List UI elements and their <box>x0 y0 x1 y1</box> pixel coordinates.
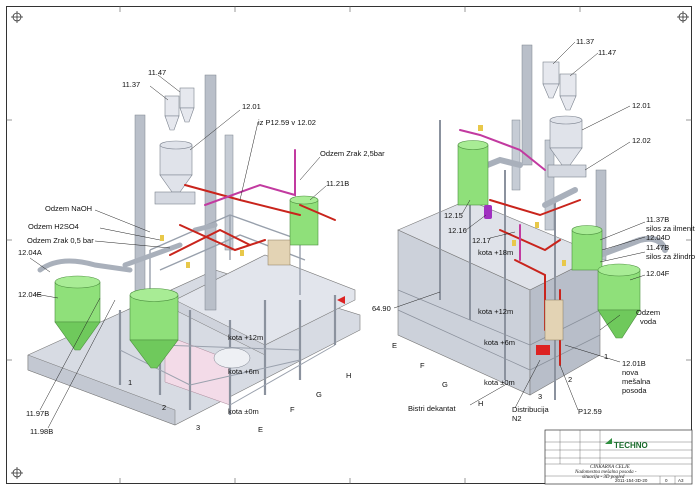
label-r-11-47: 11.47 <box>598 48 616 57</box>
label-12-04A: 12.04A <box>18 248 42 257</box>
right-fittings <box>478 125 566 266</box>
left-hopper-12-01 <box>154 140 196 205</box>
label-odzem-zrak-05: Odzem Zrak 0,5 bar <box>27 236 94 245</box>
label-11-47: 11.47 <box>148 68 166 77</box>
label-r-n2: N2 <box>512 414 522 423</box>
label-r-voda: voda <box>640 317 657 326</box>
label-r-nova: nova <box>622 368 639 377</box>
drawing-frame <box>6 6 692 484</box>
label-r-axis-F: F <box>420 361 425 370</box>
frame-ticks <box>6 6 692 484</box>
label-r-posoda: posoda <box>622 386 647 395</box>
right-leaders <box>393 41 646 411</box>
left-tank-back <box>289 195 319 246</box>
left-white-tank <box>213 347 251 369</box>
right-stacks <box>511 44 607 261</box>
label-r-kota-6: kota +6m <box>484 338 515 347</box>
label-r-axis-H: H <box>478 399 483 408</box>
right-red-unit <box>536 345 550 355</box>
left-tank-12-04A <box>129 288 179 369</box>
right-hopper-12-01 <box>547 115 587 178</box>
title-block: TECHNO CINKARNA CELJE Nadomestna mešalna… <box>544 429 693 485</box>
label-r-axis-E: E <box>392 341 397 350</box>
label-r-64-90: 64.90 <box>372 304 391 313</box>
right-purple-vessel <box>484 205 492 219</box>
label-r-kota-0: kota ±0m <box>484 378 515 387</box>
title-block-sheet: 0 <box>665 478 668 483</box>
label-r-axis-1: 1 <box>604 352 608 361</box>
label-kota-12: kota +12m <box>228 333 263 342</box>
right-mixing-vessel <box>544 299 564 341</box>
label-r-axis-G: G <box>442 380 448 389</box>
right-3d-view: 11.37 11.47 12.01 12.02 12.15 12.16 12.1… <box>372 37 696 423</box>
title-block-drawing-no: 2011-154-3D-20 <box>615 478 648 483</box>
label-kota-6: kota +6m <box>228 367 259 376</box>
label-r-silos-ilmenit: silos za ilmenit <box>646 224 696 233</box>
left-grey-ducts <box>37 222 218 273</box>
right-tank-12-15 <box>457 140 489 206</box>
center-marks <box>11 11 689 479</box>
label-11-98B: 11.98B <box>30 427 53 436</box>
label-r-12-04D: 12.04D <box>646 233 671 242</box>
label-r-12-01B: 12.01B <box>622 359 646 368</box>
label-r-kota-12: kota +12m <box>478 307 513 316</box>
right-tank-12-04F <box>597 263 641 339</box>
label-11-37: 11.37 <box>122 80 140 89</box>
label-iz-p1259: iz P12.59 v 12.02 <box>258 118 316 127</box>
label-kota-0: kota ±0m <box>228 407 259 416</box>
left-red-pipes <box>169 149 336 256</box>
label-axis-1: 1 <box>128 378 132 387</box>
label-r-mesalna: mešalna <box>622 377 651 386</box>
label-11-97B: 11.97B <box>26 409 49 418</box>
label-axis-E: E <box>258 425 263 434</box>
label-axis-3: 3 <box>196 423 200 432</box>
label-r-12-17: 12.17 <box>472 236 491 245</box>
label-r-11-47B: 11.47B <box>646 243 669 252</box>
label-r-12-16: 12.16 <box>448 226 467 235</box>
right-silo-11-37 <box>542 61 577 111</box>
label-r-kota-18: kota +18m <box>478 248 513 257</box>
techno-logo-icon <box>605 438 612 444</box>
label-r-11-37: 11.37 <box>576 37 594 46</box>
left-equipment-box <box>267 239 291 266</box>
label-11-21B: 11.21B <box>326 179 349 188</box>
label-r-12-01: 12.01 <box>632 101 651 110</box>
label-odzem-naoh: Odzem NaOH <box>45 204 92 213</box>
label-12-04E: 12.04E <box>18 290 42 299</box>
label-r-silos-zlindro: silos za žlindro <box>646 252 695 261</box>
label-r-11-37B: 11.37B <box>646 215 669 224</box>
label-r-12-04F: 12.04F <box>646 269 670 278</box>
left-leaders <box>29 74 327 429</box>
right-tank-12-04D <box>571 225 603 271</box>
label-r-p12-59: P12.59 <box>578 407 602 416</box>
label-axis-G: G <box>316 390 322 399</box>
label-axis-F: F <box>290 405 295 414</box>
title-block-title-2: situacija - 3D pogled <box>582 475 625 480</box>
title-block-project: CINKARNA CELJE <box>590 465 630 470</box>
title-block-format: A3 <box>678 478 684 483</box>
label-odzem-zrak-25: Odzem Zrak 2,5bar <box>320 149 385 158</box>
label-r-bistri-dekantat: Bistri dekantat <box>408 404 456 413</box>
label-r-12-15: 12.15 <box>444 211 463 220</box>
label-r-axis-2: 2 <box>568 375 572 384</box>
label-r-12-02: 12.02 <box>632 136 651 145</box>
label-odzem-h2so4: Odzem H2SO4 <box>28 222 79 231</box>
label-axis-2: 2 <box>162 403 166 412</box>
title-block-logo: TECHNO <box>614 441 648 450</box>
left-tank-12-04E <box>54 275 101 351</box>
label-r-odzem: Odzem <box>636 308 660 317</box>
left-3d-view: 11.47 11.37 12.01 iz P12.59 v 12.02 Odze… <box>18 68 385 436</box>
label-axis-H: H <box>346 371 351 380</box>
label-12-01: 12.01 <box>242 102 261 111</box>
left-silo-11-47 <box>164 87 195 131</box>
left-red-marker <box>337 296 345 304</box>
label-r-axis-3: 3 <box>538 392 542 401</box>
label-r-distribucija: Distribucija <box>512 405 550 414</box>
title-block-title-1: Nadomestna mešalna posoda - <box>574 470 637 475</box>
